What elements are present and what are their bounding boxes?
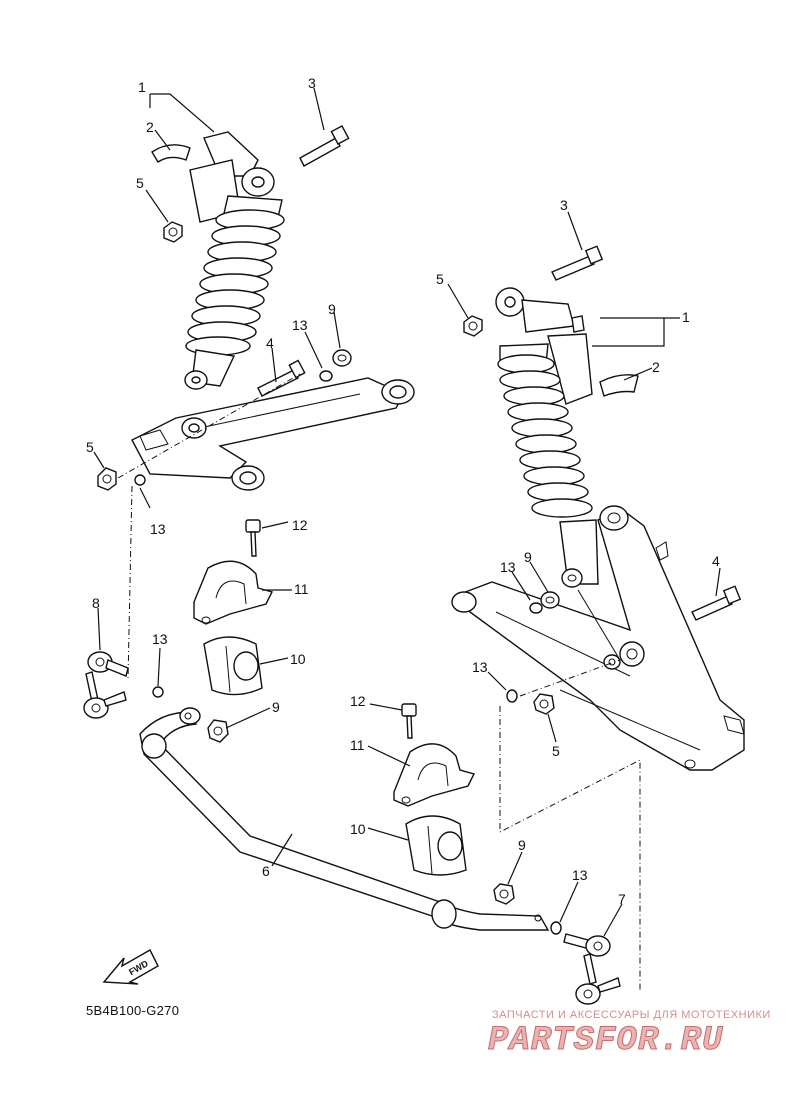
leader-lines	[93, 87, 721, 937]
callout-13-left-upper: 13	[292, 317, 308, 333]
callout-3-right: 3	[560, 197, 568, 213]
callout-13-left-lower: 13	[150, 521, 166, 537]
callout-10-center: 10	[350, 821, 366, 837]
center-bolt-12	[401, 703, 417, 739]
right-cover-plate	[599, 374, 639, 397]
left-cover-plate	[151, 144, 191, 163]
right-top-bolt	[551, 245, 604, 281]
callout-13-right-upper: 13	[500, 559, 516, 575]
callout-9-left-upper: 9	[328, 301, 336, 317]
callout-5-left-lower: 5	[86, 439, 94, 455]
right-spring	[497, 354, 593, 518]
left-axis-line	[117, 373, 301, 479]
callout-2-left: 2	[146, 119, 154, 135]
callout-5-right-top: 5	[436, 271, 444, 287]
center-bushing-10	[405, 815, 467, 876]
left-top-bolt	[299, 125, 350, 167]
callout-13-right-lower: 13	[472, 659, 488, 675]
nut-9-bar-left	[207, 719, 229, 743]
callout-11-center: 11	[350, 737, 365, 753]
link-washer-left	[152, 686, 164, 698]
diagram-code: 5B4B100-G270	[86, 1003, 180, 1018]
callout-11-left: 11	[294, 581, 309, 597]
left-link-rod-8	[83, 651, 129, 719]
callout-9-bar-right: 9	[518, 837, 526, 853]
callout-9-right-upper: 9	[524, 549, 532, 565]
callout-6: 6	[262, 863, 270, 879]
left-nut-upper	[332, 349, 352, 367]
callout-13-link-right: 13	[572, 867, 588, 883]
left-spring	[185, 209, 285, 356]
left-lower-nut	[97, 467, 117, 491]
link-washer-right	[550, 921, 562, 935]
right-axis-line	[519, 659, 621, 697]
left-washer-lower	[134, 474, 146, 486]
callout-5-left-top: 5	[136, 175, 144, 191]
right-shock-absorber	[495, 287, 599, 588]
right-nut-upper	[540, 591, 560, 609]
right-link-dash	[499, 706, 641, 990]
left-bracket-11	[193, 560, 274, 625]
right-rod-guide	[577, 589, 621, 661]
left-top-nut	[163, 221, 183, 243]
right-washer-lower	[506, 689, 518, 703]
watermark-tagline: ЗАПЧАСТИ И АКСЕССУАРЫ ДЛЯ МОТОТЕХНИКИ	[492, 1009, 771, 1021]
callout-7: 7	[618, 891, 626, 907]
fwd-arrow: FWD	[102, 949, 159, 985]
left-shock-absorber	[184, 131, 285, 390]
callout-9-bar-left: 9	[272, 699, 280, 715]
right-link-rod-7	[563, 933, 621, 1005]
stabilizer-bar-6	[139, 707, 550, 931]
callout-13-link-left: 13	[152, 631, 168, 647]
callout-12-center: 12	[350, 693, 366, 709]
left-link-dash	[127, 485, 133, 681]
left-bolt-12	[245, 519, 261, 557]
callout-1-right: 1	[682, 309, 690, 325]
right-top-collar	[571, 315, 585, 333]
callout-5-right-lower: 5	[552, 743, 560, 759]
callout-4-left: 4	[266, 335, 274, 351]
left-arm-bolt	[257, 359, 306, 397]
callout-1-left: 1	[138, 79, 146, 95]
center-bracket-11	[393, 743, 476, 807]
callout-10-left: 10	[290, 651, 306, 667]
callout-3-left: 3	[308, 75, 316, 91]
right-a-arm	[451, 505, 745, 771]
nut-9-bar-right	[493, 883, 515, 905]
left-bushing-10	[203, 636, 263, 696]
left-a-arm	[131, 377, 415, 491]
callout-2-right: 2	[652, 359, 660, 375]
callout-12-left: 12	[292, 517, 308, 533]
watermark-brand: PARTSFOR.RU	[487, 1022, 724, 1061]
right-top-nut	[463, 315, 483, 337]
right-arm-bolt	[691, 585, 742, 621]
right-washer-upper	[529, 602, 543, 614]
callout-4-right: 4	[712, 553, 720, 569]
callout-numbers: 1 2 3 5 4 13 9 5 13 12 11 10 8 13 9 3 5 …	[86, 75, 720, 907]
right-lower-nut	[533, 693, 555, 715]
left-washer-upper	[319, 370, 333, 382]
callout-8: 8	[92, 595, 100, 611]
